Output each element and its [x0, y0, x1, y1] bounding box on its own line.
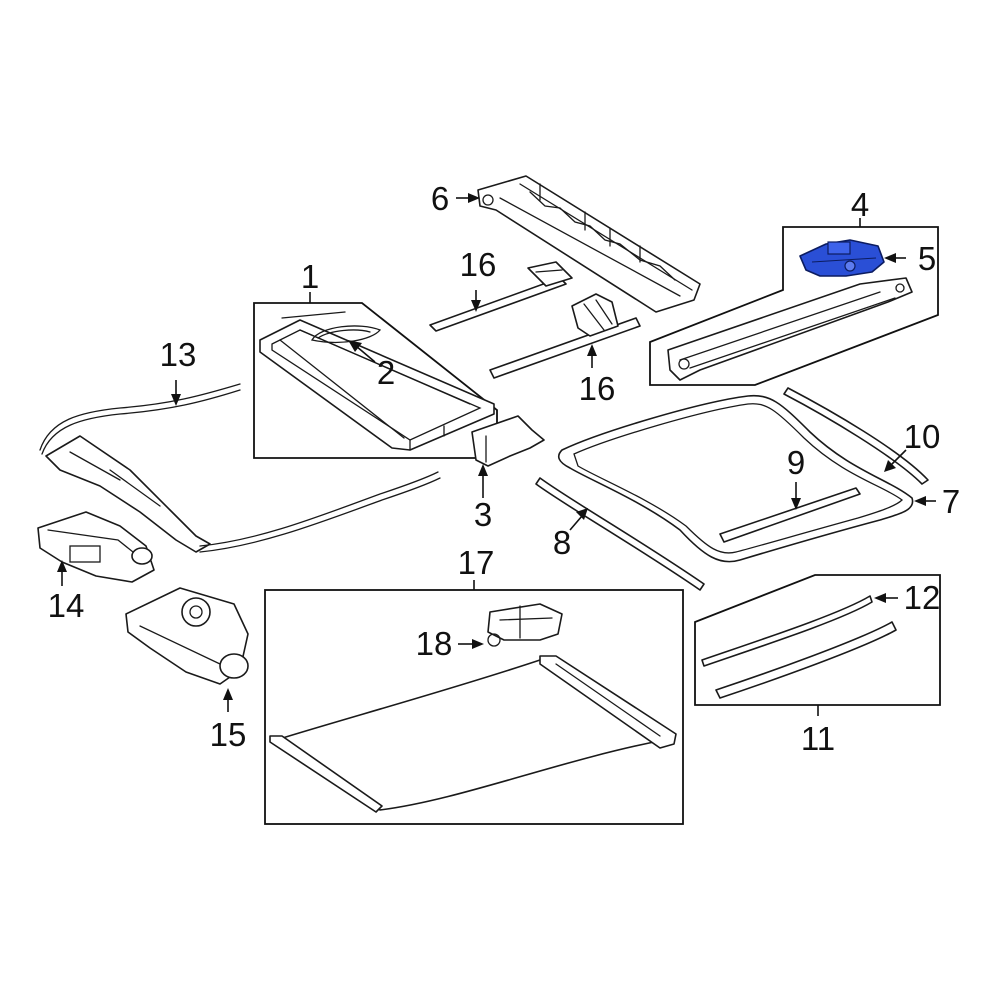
callout-6: 6 [431, 180, 449, 217]
callout-9: 9 [787, 444, 805, 481]
part-17-shade[interactable] [269, 655, 677, 813]
callout-3: 3 [474, 496, 492, 533]
group-box-11 [694, 574, 941, 706]
callout-16-lower: 16 [579, 370, 616, 407]
callout-13: 13 [160, 336, 197, 373]
callout-2: 2 [377, 354, 395, 391]
callout-11: 11 [801, 720, 835, 757]
leader-lines [57, 193, 936, 716]
part-12-strip[interactable] [701, 595, 873, 667]
callout-12: 12 [904, 579, 941, 616]
callout-16-upper: 16 [460, 246, 497, 283]
part-3-bracket[interactable] [471, 415, 545, 467]
part-16-lower[interactable] [489, 293, 641, 379]
part-7-glass[interactable] [557, 394, 914, 563]
part-6-rail[interactable] [477, 175, 701, 313]
part-13-cable[interactable] [39, 383, 441, 553]
callout-15: 15 [210, 716, 247, 753]
group-box-4 [649, 226, 939, 386]
part-5-highlighted[interactable] [799, 239, 885, 277]
callout-labels: 1 2 3 4 5 6 7 8 9 10 11 12 13 14 15 16 1… [48, 180, 961, 757]
callout-5: 5 [918, 240, 936, 277]
part-11-strip[interactable] [715, 621, 897, 699]
part-9-strip[interactable] [719, 487, 861, 543]
callout-7: 7 [942, 483, 960, 520]
callout-8: 8 [553, 524, 571, 561]
callout-18: 18 [416, 625, 453, 662]
part-18-handle[interactable] [487, 603, 563, 647]
part-15-motor[interactable] [125, 587, 249, 685]
part-10-strip[interactable] [783, 387, 929, 485]
part-4-guide-rail[interactable] [667, 277, 913, 381]
callout-17: 17 [458, 544, 495, 581]
callout-14: 14 [48, 587, 85, 624]
callout-10: 10 [904, 418, 941, 455]
part-2-seal[interactable] [310, 325, 382, 343]
part-8-strip[interactable] [535, 477, 705, 591]
part-16-upper[interactable] [429, 261, 573, 332]
callout-4: 4 [851, 186, 869, 223]
part-14-motor[interactable] [37, 511, 155, 583]
callout-1: 1 [301, 258, 319, 295]
